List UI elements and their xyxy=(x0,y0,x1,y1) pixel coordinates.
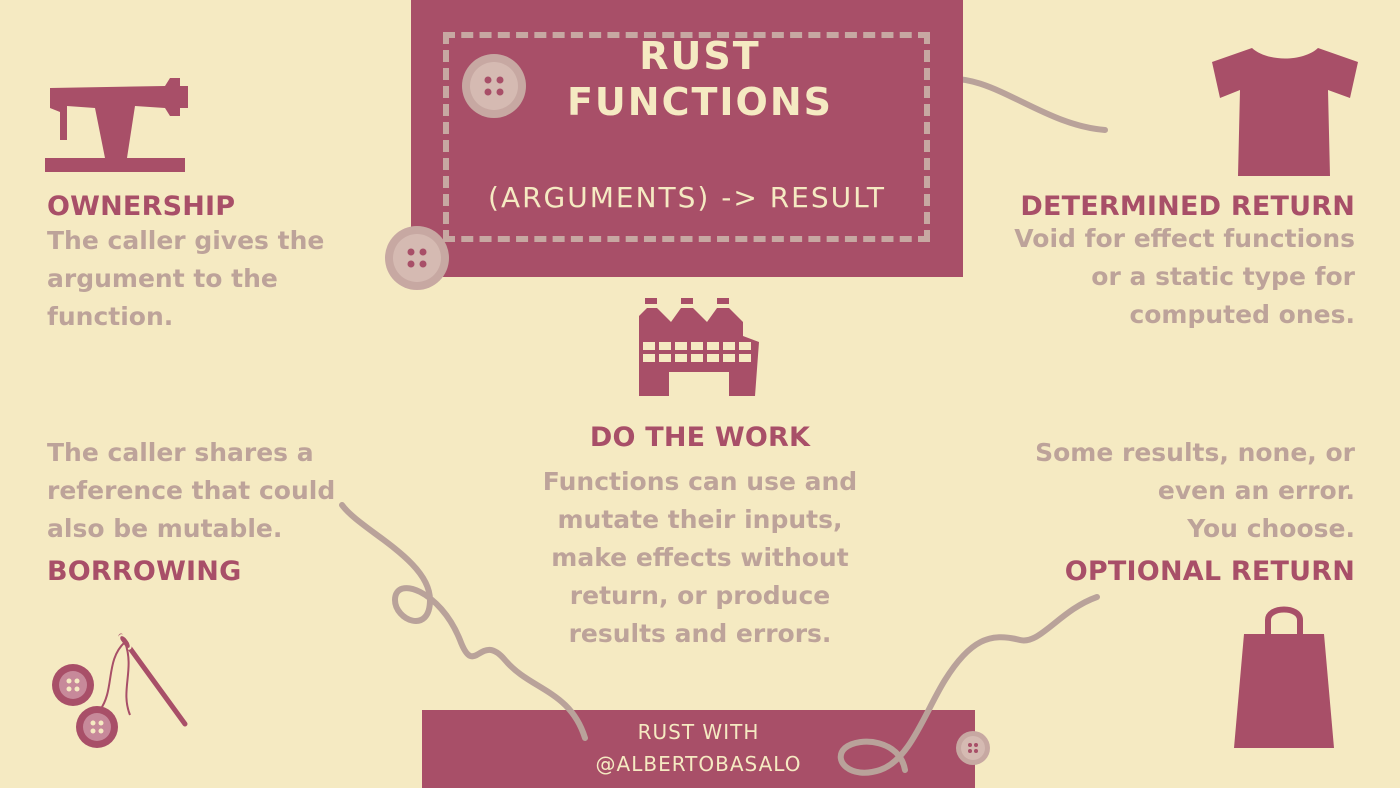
do-the-work-line: mutate their inputs, xyxy=(557,505,843,534)
borrowing-line: reference that could xyxy=(47,476,336,505)
page-title: RUST FUNCTIONS xyxy=(411,33,989,125)
do-the-work-text: Functions can use and mutate their input… xyxy=(490,463,910,653)
title-panel xyxy=(411,0,963,277)
optional-return-line: You choose. xyxy=(1187,514,1355,543)
ownership-line: argument to the xyxy=(47,264,278,293)
optional-return-line: Some results, none, or xyxy=(1035,438,1355,467)
do-the-work-line: results and errors. xyxy=(568,619,832,648)
subtitle: (ARGUMENTS) -> RESULT xyxy=(488,181,886,214)
determined-return-text: Void for effect functions or a static ty… xyxy=(955,220,1355,334)
footer-line-1: RUST WITH xyxy=(637,720,760,744)
ownership-text: The caller gives the argument to the fun… xyxy=(47,222,377,336)
optional-return-line: even an error. xyxy=(1157,476,1355,505)
do-the-work-line: return, or produce xyxy=(569,581,831,610)
button-icon xyxy=(385,226,449,290)
title-line-2: FUNCTIONS xyxy=(566,80,834,124)
borrowing-heading: BORROWING xyxy=(47,556,242,587)
do-the-work-heading: DO THE WORK xyxy=(589,422,811,453)
factory-icon xyxy=(639,298,759,396)
determined-return-line: or a static type for xyxy=(1091,262,1355,291)
ownership-line: The caller gives the xyxy=(47,226,325,255)
borrowing-line: The caller shares a xyxy=(47,438,314,467)
determined-return-line: Void for effect functions xyxy=(1014,224,1355,253)
ownership-line: function. xyxy=(47,302,174,331)
shopping-bag-icon xyxy=(1234,606,1334,748)
do-the-work-line: make effects without xyxy=(551,543,849,572)
footer-line-2: @ALBERTOBASALO xyxy=(595,752,802,776)
do-the-work-line: Functions can use and xyxy=(542,467,858,496)
button-icon xyxy=(462,54,526,118)
title-dashed-border xyxy=(443,32,930,242)
optional-return-text: Some results, none, or even an error. Yo… xyxy=(955,434,1355,548)
determined-return-heading: DETERMINED RETURN xyxy=(1020,191,1355,222)
ownership-heading: OWNERSHIP xyxy=(47,191,236,222)
buttons-needle-icon xyxy=(52,633,188,748)
determined-return-line: computed ones. xyxy=(1129,300,1355,329)
optional-return-heading: OPTIONAL RETURN xyxy=(1064,556,1355,587)
sewing-machine-icon xyxy=(45,78,188,172)
title-line-1: RUST xyxy=(639,34,761,78)
borrowing-text: The caller shares a reference that could… xyxy=(47,434,377,548)
t-shirt-icon xyxy=(1212,48,1358,176)
borrowing-line: also be mutable. xyxy=(47,514,283,543)
